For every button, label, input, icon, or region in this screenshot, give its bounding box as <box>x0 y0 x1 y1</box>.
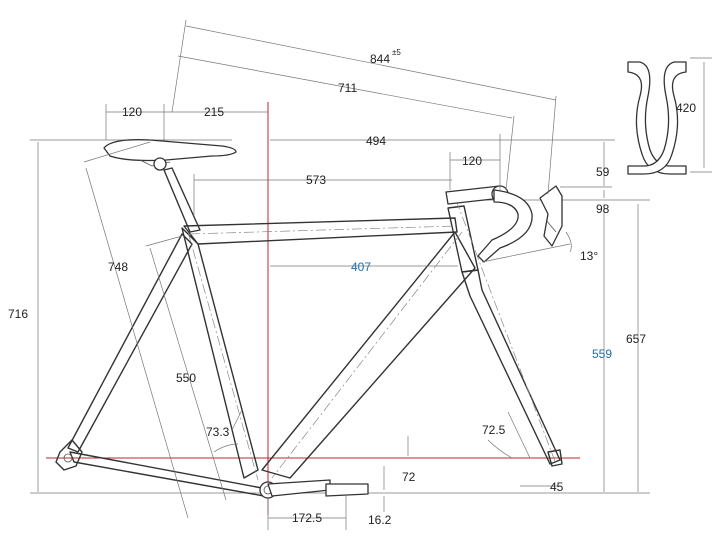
seat-stay <box>67 233 193 453</box>
seat-post <box>163 167 201 233</box>
cockpit <box>445 185 563 263</box>
label-hood-height: 657 <box>626 332 646 346</box>
label-top-diagonal: 844 <box>370 52 390 66</box>
label-reach-to-bars: 494 <box>366 134 386 148</box>
label-bb-drop: 72 <box>402 470 416 484</box>
label-stack: 559 <box>592 347 612 361</box>
label-seat-tube-height: 748 <box>108 260 128 274</box>
crankset <box>259 479 369 499</box>
brake-hood <box>539 185 563 247</box>
label-seat-angle: 73.3 <box>206 425 230 439</box>
seat-tube <box>181 227 259 479</box>
bike-frame <box>55 167 563 497</box>
rear-dropout <box>55 439 83 471</box>
label-stem-stack: 98 <box>596 202 610 216</box>
label-top-diagonal-tolerance: ±5 <box>392 48 401 57</box>
label-saddle-to-hood: 711 <box>338 81 357 95</box>
label-crank-offset: 16.2 <box>368 513 392 527</box>
label-seat-tube-length: 550 <box>176 371 196 385</box>
reference-lines <box>46 102 580 515</box>
label-stem-length: 120 <box>462 154 482 168</box>
pedal <box>325 483 369 497</box>
label-saddle-height: 716 <box>8 307 28 321</box>
top-tube <box>183 217 458 245</box>
label-reach: 407 <box>351 260 371 274</box>
label-hood-angle: 13° <box>580 249 598 263</box>
label-fork-rake: 45 <box>550 480 564 494</box>
label-head-angle: 72.5 <box>482 423 506 437</box>
down-tube <box>261 231 476 479</box>
drop-bar <box>477 189 533 263</box>
label-chainstay-offset: 172.5 <box>292 511 322 525</box>
handlebar-front-view <box>627 57 712 175</box>
label-saddle-nose: 215 <box>204 105 224 119</box>
label-handlebar-width: 420 <box>676 101 696 115</box>
label-saddle-setback: 120 <box>122 105 142 119</box>
label-bar-drop: 59 <box>596 165 610 179</box>
chain-stay <box>69 451 265 497</box>
saddle <box>103 139 237 171</box>
fork <box>461 269 561 465</box>
dimension-lines <box>37 19 639 530</box>
head-tube <box>447 205 479 273</box>
label-effective-top-tube: 573 <box>306 173 326 187</box>
dimension-labels: 844 ±5 711 120 215 494 120 573 407 748 7… <box>8 48 696 527</box>
fork-dropout <box>547 449 563 467</box>
